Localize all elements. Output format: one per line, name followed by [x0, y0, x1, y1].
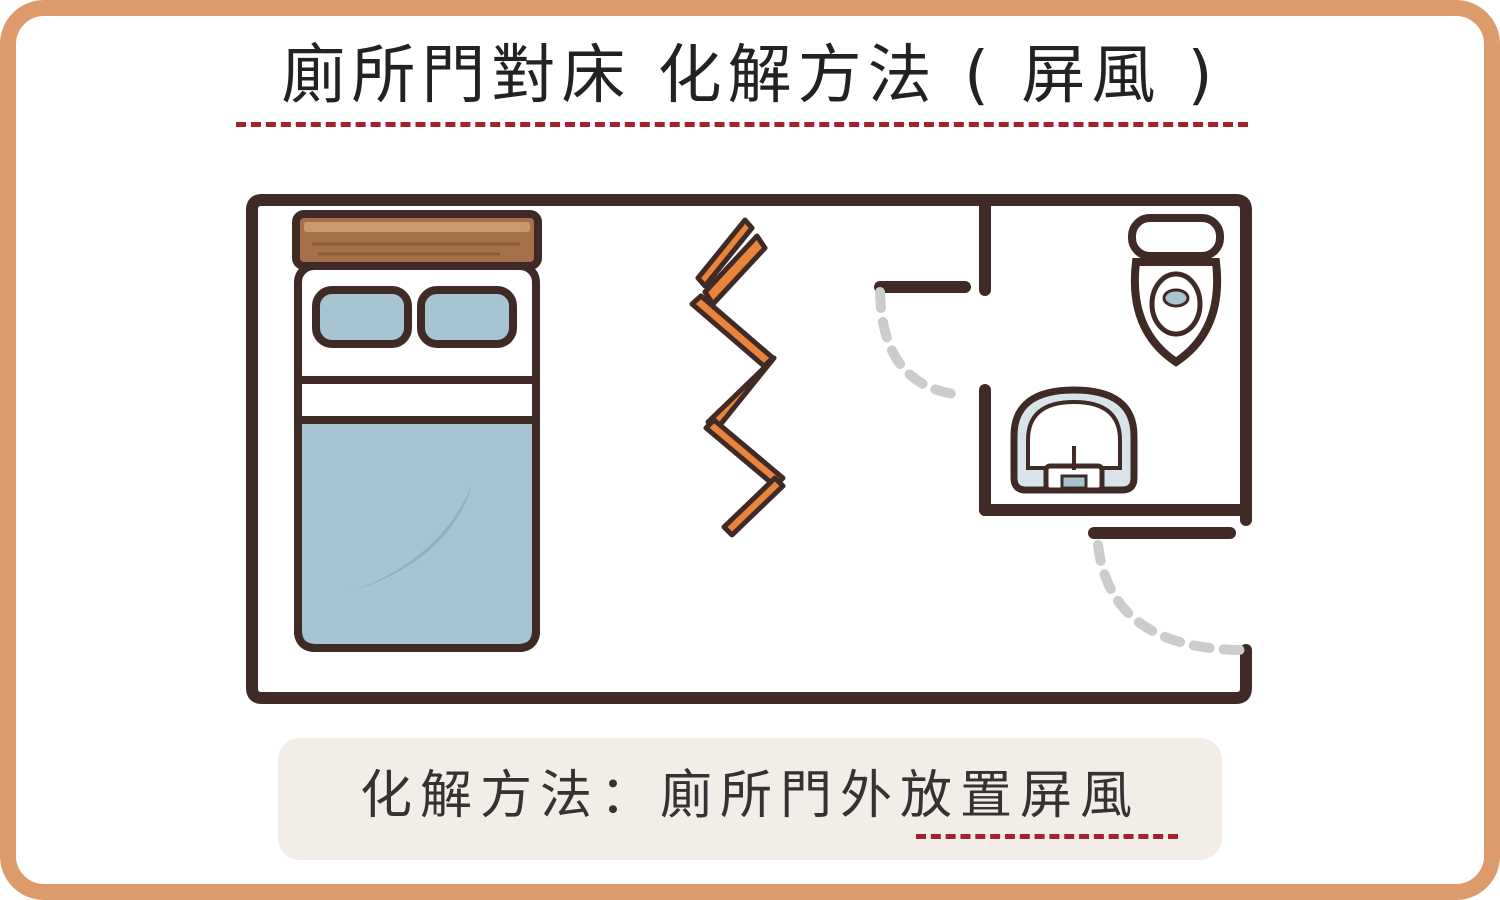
- sink-icon: [1010, 386, 1138, 494]
- caption-box: 化解方法：廁所門外放置屏風: [278, 738, 1222, 860]
- folding-screen-icon: [689, 217, 786, 538]
- title-underline: [236, 122, 1248, 127]
- caption-underline: [916, 834, 1178, 839]
- toilet-icon: [1128, 214, 1224, 367]
- title-wrap: 廁所門對床 化解方法 ( 屏風 ): [240, 36, 1260, 116]
- bathroom-door-outer: [1088, 527, 1245, 655]
- caption-text: 化解方法：廁所門外放置屏風: [359, 766, 1140, 826]
- bathroom-door-inner: [874, 281, 971, 400]
- bathroom-partition: [979, 198, 1252, 516]
- room-wall: [246, 194, 1252, 704]
- bed-icon: [292, 210, 542, 652]
- page-title: 廁所門對床 化解方法 ( 屏風 ): [281, 39, 1219, 113]
